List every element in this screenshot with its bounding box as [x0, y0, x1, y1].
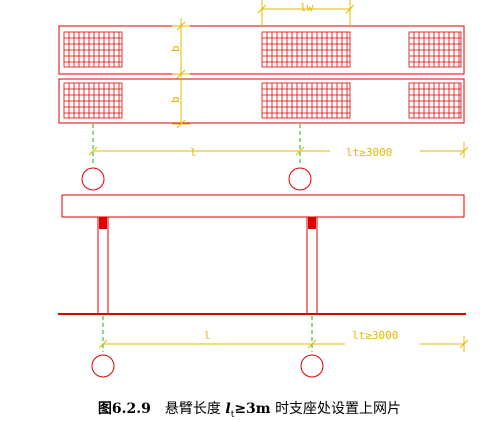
figure-number: 图6.2.9 — [97, 401, 151, 417]
mesh-panel — [408, 82, 462, 119]
axis-bubbles-upper — [81, 167, 312, 191]
axis-bubbles-lower — [91, 354, 324, 378]
axis-bubble — [300, 354, 324, 378]
mesh-panel — [261, 82, 351, 119]
dimension-span-lower — [98, 336, 469, 352]
mesh-panel — [408, 31, 462, 68]
mesh-panels — [63, 31, 462, 119]
top-mesh-markers — [99, 217, 316, 229]
label-span-lower: l — [204, 329, 211, 342]
axis-bubble — [288, 167, 312, 191]
axis-lines-lower — [102, 316, 313, 352]
caption-text-before: 悬臂长度 — [164, 401, 221, 417]
caption-subscript: t — [230, 409, 235, 420]
mesh-panel — [63, 31, 123, 68]
label-cantilever-upper: lt≥3000 — [346, 146, 392, 159]
mesh-panel — [63, 82, 123, 119]
caption-text-after: 时支座处设置上网片 — [275, 401, 402, 417]
dimension-b — [172, 18, 190, 129]
plan-view — [58, 25, 465, 124]
section-slab — [61, 194, 465, 218]
section-columns — [97, 216, 318, 315]
drawing-canvas: lw b b l lt≥3000 — [58, 0, 469, 378]
axis-bubble — [81, 167, 105, 191]
figure-caption: 图6.2.9 悬臂长度 lt≥3m 时支座处设置上网片 — [0, 398, 499, 420]
label-lw: lw — [300, 1, 314, 14]
dimension-span-upper — [88, 142, 469, 158]
caption-symbol: l — [225, 401, 231, 417]
label-span-upper: l — [190, 146, 197, 159]
axis-bubble — [91, 354, 115, 378]
lower-slab-strip — [58, 78, 465, 124]
caption-condition: ≥3m — [234, 401, 271, 417]
dimension-lw — [257, 0, 355, 26]
label-b-lower: b — [169, 96, 182, 103]
label-b-upper: b — [169, 45, 182, 52]
label-cantilever-lower: lt≥3000 — [352, 329, 398, 342]
mesh-panel — [261, 31, 351, 68]
